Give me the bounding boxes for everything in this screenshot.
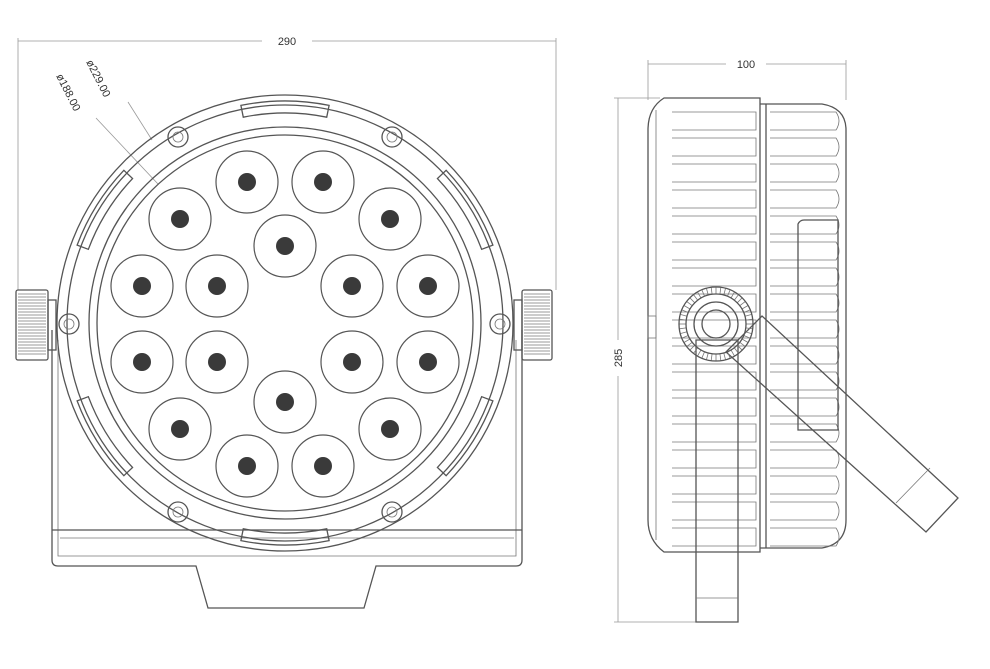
cooling-fin <box>672 449 757 469</box>
vent-slot <box>240 100 330 118</box>
cooling-fin <box>672 163 757 183</box>
cooling-fin <box>672 423 757 443</box>
depth-label: 100 <box>737 59 755 71</box>
led <box>396 254 460 318</box>
led <box>320 254 384 318</box>
cooling-fin <box>672 267 757 287</box>
depth-dimension: 100 <box>647 59 847 100</box>
cooling-fin <box>672 215 757 235</box>
vent-slot <box>436 395 494 477</box>
led <box>358 187 422 251</box>
inner-diameter-label: ø188.00 <box>53 72 82 113</box>
led <box>291 434 355 498</box>
cooling-fin <box>770 163 840 183</box>
led <box>215 434 279 498</box>
cooling-fin <box>672 189 757 209</box>
led <box>396 330 460 394</box>
screw <box>167 126 189 148</box>
cooling-fin <box>672 241 757 261</box>
front-view: 290 ø229.00 ø188.00 <box>15 36 557 609</box>
screw <box>58 313 80 335</box>
side-bracket-back <box>797 219 839 431</box>
outer-diameter-label: ø229.00 <box>83 58 112 99</box>
cooling-fin <box>672 137 757 157</box>
led <box>253 214 317 278</box>
diameter-leaders: ø229.00 ø188.00 <box>53 58 159 185</box>
vent-slots <box>76 100 494 546</box>
cooling-fin <box>770 423 840 443</box>
cooling-fin <box>672 501 757 521</box>
cooling-fin <box>770 319 840 339</box>
led <box>320 330 384 394</box>
vent-slot <box>76 169 134 251</box>
right-knob <box>513 289 553 361</box>
cooling-fin <box>672 111 757 131</box>
led <box>291 150 355 214</box>
side-leg <box>695 339 739 623</box>
led <box>148 187 212 251</box>
cooling-fin <box>770 449 840 469</box>
left-knob <box>15 289 57 361</box>
screw <box>167 501 189 523</box>
cooling-fin <box>770 215 840 235</box>
cooling-fin <box>770 371 840 391</box>
front-yoke <box>51 330 523 609</box>
cooling-fins <box>672 111 840 547</box>
cooling-fin <box>770 137 840 157</box>
led <box>148 397 212 461</box>
screws <box>58 126 511 523</box>
cooling-fin <box>672 527 757 547</box>
pivot-knob <box>678 286 754 362</box>
cooling-fin <box>770 475 840 495</box>
width-label: 290 <box>278 36 296 48</box>
led <box>215 150 279 214</box>
cooling-fin <box>672 397 757 417</box>
cooling-fin <box>672 475 757 495</box>
height-label: 285 <box>613 349 625 367</box>
cooling-fin <box>672 371 757 391</box>
cooling-fin <box>770 345 840 365</box>
side-arm <box>725 315 959 533</box>
screw <box>381 501 403 523</box>
led <box>185 330 249 394</box>
vent-slot <box>240 528 330 546</box>
cooling-fin <box>770 111 840 131</box>
vent-slot <box>436 169 494 251</box>
cooling-fin <box>770 267 840 287</box>
side-housing <box>647 97 847 553</box>
led <box>253 370 317 434</box>
front-housing <box>56 94 514 552</box>
cooling-fin <box>770 241 840 261</box>
cooling-fin <box>770 527 840 547</box>
vent-slot <box>76 395 134 477</box>
cooling-fin <box>770 501 840 521</box>
height-dimension: 285 <box>613 97 700 623</box>
width-dimension: 290 <box>17 36 557 290</box>
led <box>185 254 249 318</box>
led <box>110 254 174 318</box>
side-view: 100 285 <box>613 59 959 623</box>
led <box>110 330 174 394</box>
cooling-fin <box>770 293 840 313</box>
cooling-fin <box>770 397 840 417</box>
led <box>358 397 422 461</box>
screw <box>489 313 511 335</box>
cooling-fin <box>770 189 840 209</box>
screw <box>381 126 403 148</box>
led-array <box>110 150 460 498</box>
